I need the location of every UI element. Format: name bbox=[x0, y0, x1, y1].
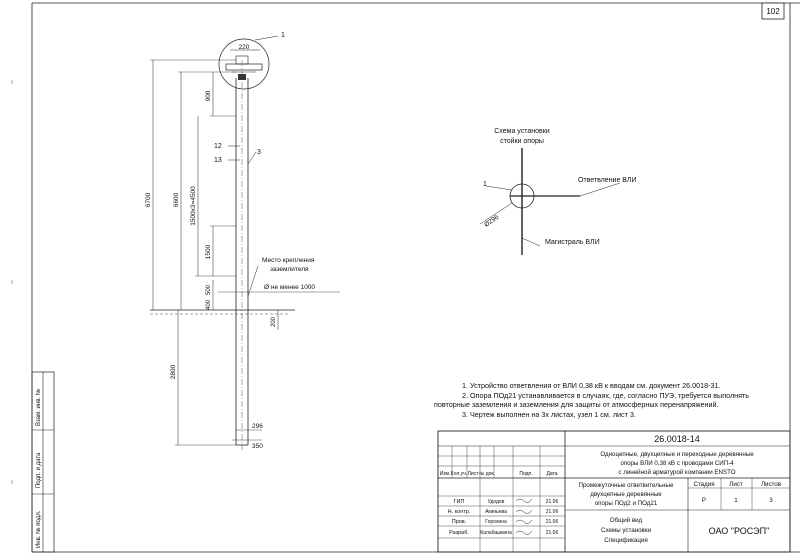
content-line-1: Общий вид bbox=[610, 517, 643, 524]
dim-1500x3: 1500x3=4500 bbox=[190, 186, 197, 226]
staff-date-3: 21.06 bbox=[546, 530, 559, 536]
sheet-number: 102 bbox=[766, 7, 780, 16]
stage-label: Стадия bbox=[693, 481, 714, 488]
note-2-cont: повторные заземления и заземления для за… bbox=[434, 400, 719, 410]
detail-circle bbox=[218, 38, 270, 90]
scheme-title-1: Схема установки bbox=[494, 128, 550, 135]
staff-role-0: ГИП bbox=[454, 499, 465, 505]
doc-title-2: опоры ВЛИ 0,38 кВ с проводами СИП-4 bbox=[620, 460, 734, 467]
staff-name-0: Удодов bbox=[488, 499, 505, 505]
staff-date-2: 21.06 bbox=[546, 519, 559, 525]
sheets-label: Листов bbox=[761, 481, 782, 488]
staff-role-2: Пров. bbox=[452, 519, 467, 525]
dim-500: 500 bbox=[206, 284, 212, 295]
staff-role-3: Разраб. bbox=[449, 530, 469, 536]
stamp-inv-label: Инв. № подл. bbox=[35, 510, 42, 548]
note-2: 2. Опора ПОд21 устанавливается в случаях… bbox=[462, 390, 750, 400]
ground-label-1: Место крепления bbox=[262, 257, 315, 264]
doc-title-1: Одноцепные, двухцепные и переходные дере… bbox=[600, 451, 754, 458]
dim-900: 900 bbox=[205, 90, 212, 101]
min-diameter-label: Ø не менее 1000 bbox=[264, 284, 315, 291]
note-1: 1. Устройство ответвления от ВЛИ 0,38 кВ… bbox=[462, 381, 721, 390]
sheets-value: 3 bbox=[769, 497, 773, 504]
rev-header-list: Лист bbox=[468, 471, 480, 477]
callout-3: 3 bbox=[257, 149, 261, 156]
sheet-value: 1 bbox=[734, 497, 738, 504]
doc-code: 26.0018-14 bbox=[654, 434, 700, 444]
branch-label: Ответвление ВЛИ bbox=[578, 177, 637, 184]
content-line-2: Схемы установки bbox=[601, 527, 652, 534]
stage-value: Р bbox=[702, 497, 706, 504]
staff-role-1: Н. контр. bbox=[448, 509, 471, 515]
staff-date-0: 21.06 bbox=[546, 499, 559, 505]
staff-date-1: 21.06 bbox=[546, 509, 559, 515]
sheet-number-box bbox=[761, 2, 785, 20]
sheet-label: Лист bbox=[729, 481, 743, 488]
callout-13: 13 bbox=[214, 157, 222, 164]
main-label: Магистраль ВЛИ bbox=[545, 239, 600, 246]
scheme-diameter: Ø296 bbox=[483, 214, 500, 229]
dim-1500: 1500 bbox=[205, 244, 212, 259]
dim-296: 296 bbox=[252, 423, 263, 430]
staff-name-3: Калабашкина bbox=[480, 530, 512, 536]
title-block: 26.0018-14 Одноцепные, двухцепные и пере… bbox=[437, 430, 791, 553]
drawing-notes: 1. Устройство ответвления от ВЛИ 0,38 кВ… bbox=[420, 381, 790, 419]
install-scheme: Схема установки стойки опоры Ответвление… bbox=[479, 128, 637, 255]
staff-name-2: Горохина bbox=[485, 519, 507, 525]
org-name: ОАО "РОСЭП" bbox=[709, 526, 770, 536]
rev-header-doc: № док. bbox=[479, 471, 495, 477]
callout-1: 1 bbox=[281, 32, 285, 39]
item-line-2: двухцепные деревянные bbox=[590, 491, 662, 498]
pole-drawing: 1 220 12 13 3 6700 6600 900 1500 bbox=[145, 32, 340, 450]
rev-header-sign: Подп. bbox=[519, 471, 532, 477]
dim-220: 220 bbox=[239, 44, 250, 51]
item-line-1: Промежуточные ответвительные bbox=[579, 482, 674, 489]
rev-header-date: Дата bbox=[546, 471, 557, 477]
dim-6700: 6700 bbox=[145, 192, 152, 207]
doc-title-3: с линейной арматурой компании ENSTO bbox=[618, 469, 735, 476]
callout-12: 12 bbox=[214, 143, 222, 150]
rev-header-izm: Изм. bbox=[440, 471, 451, 477]
item-line-3: опоры ПОд2 и ПОд21 bbox=[595, 500, 658, 507]
dim-400: 400 bbox=[206, 299, 212, 310]
scheme-callout-1: 1 bbox=[483, 181, 487, 188]
dim-350: 350 bbox=[252, 443, 263, 450]
note-3: 3. Чертеж выполнен на 3х листах, узел 1 … bbox=[462, 409, 636, 419]
dim-2800: 2800 bbox=[170, 364, 177, 379]
scheme-title-2: стойки опоры bbox=[500, 137, 544, 145]
rev-header-kol: Кол.уч. bbox=[451, 471, 467, 477]
dim-6600: 6600 bbox=[173, 192, 180, 207]
ground-label-2: заземлителя bbox=[270, 266, 309, 273]
content-line-3: Спецификация bbox=[604, 537, 647, 544]
stamp-sign-label: Подп. и дата bbox=[36, 452, 42, 488]
dim-200: 200 bbox=[271, 316, 277, 327]
stamp-replace-label: Взам. инв. № bbox=[35, 389, 42, 426]
staff-name-1: Акиньева bbox=[485, 509, 507, 515]
